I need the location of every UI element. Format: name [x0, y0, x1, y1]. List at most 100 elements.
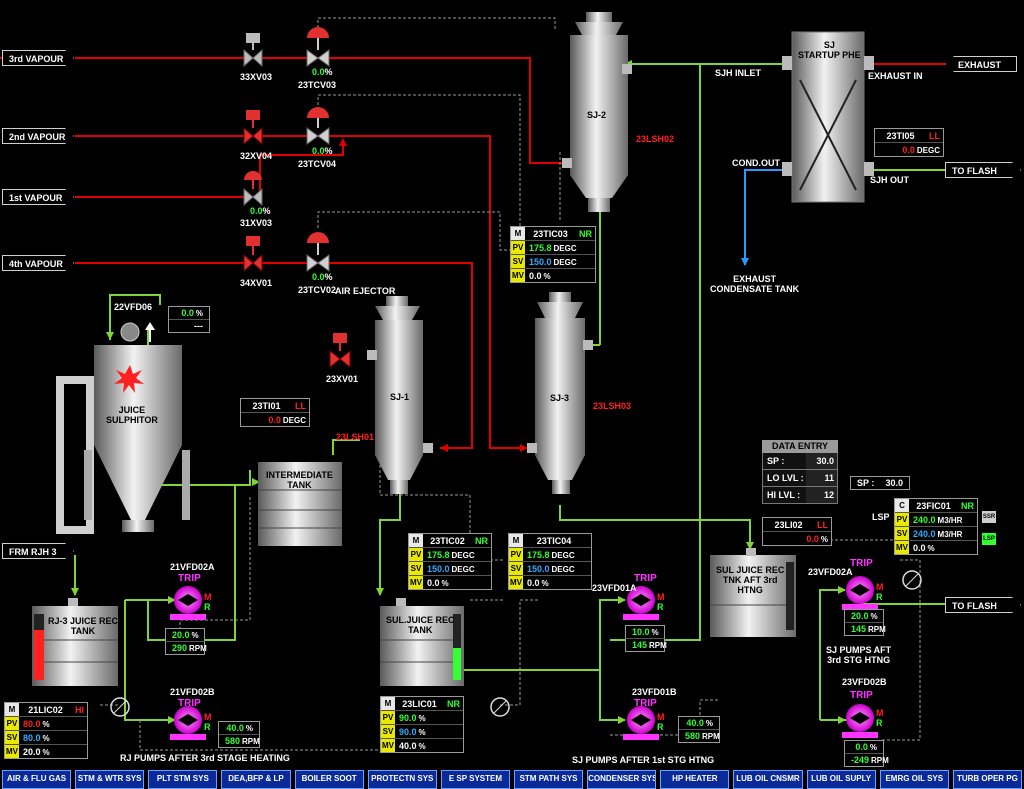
- nav-lub-oil-cnsmr[interactable]: LUB OIL CNSMR: [733, 770, 803, 789]
- nav-hp-heater[interactable]: HP HEATER: [660, 770, 730, 789]
- pump-23vfd01b-symbol[interactable]: [623, 706, 659, 740]
- nav-condenser-sys[interactable]: CONDENSER SYS: [587, 770, 657, 789]
- valve-31xv03-symbol[interactable]: [243, 171, 263, 207]
- sj-startup-phe-label: SJ STARTUP PHE: [798, 40, 861, 60]
- line-4th-vapour[interactable]: 4th VAPOUR: [2, 255, 74, 271]
- line-2nd-vapour[interactable]: 2nd VAPOUR: [2, 128, 74, 144]
- control-valve-23tcv04-symbol[interactable]: [306, 107, 330, 145]
- intermediate-tank-label: INTERMEDIATE TANK: [266, 470, 333, 490]
- valve-31xv03-output: 0.0%: [250, 206, 271, 216]
- valve-34xv01-label: 34XV01: [240, 278, 273, 288]
- control-valve-23tcv02-symbol[interactable]: [306, 232, 330, 272]
- pump-23vfd02b-tag: 23VFD02B: [842, 677, 887, 687]
- pump-23vfd01b-tag: 23VFD01B: [632, 687, 677, 697]
- control-valve-23tcv04-label: 23TCV04: [298, 159, 337, 169]
- nav-dea-bfp-lp[interactable]: DEA,BFP & LP: [221, 770, 291, 789]
- heater-sj3-vessel[interactable]: [527, 292, 593, 494]
- nav-turb-oper-pg[interactable]: TURB OPER PG: [952, 770, 1022, 789]
- nav-protectn-sys[interactable]: PROTECTN SYS: [367, 770, 437, 789]
- pump-23vfd02a-symbol[interactable]: [842, 576, 878, 610]
- data-entry-title: DATA ENTRY: [762, 440, 838, 453]
- pump-21vfd02b-tag: 21VFD02B: [170, 687, 215, 697]
- sjh-inlet-label: SJH INLET: [715, 68, 762, 78]
- level-switch-23lsh02: 23LSH02: [636, 134, 675, 144]
- data-entry-sp[interactable]: SP :30.0: [762, 453, 838, 470]
- green-pipe-arrows: [71, 60, 846, 724]
- flow-element-rj3[interactable]: [110, 697, 130, 717]
- pump-21vfd02b-trip: TRIP: [178, 698, 201, 709]
- status-square-ssr[interactable]: SSR: [982, 511, 996, 523]
- data-entry-panel[interactable]: DATA ENTRY SP :30.0 LO LVL :11 HI LVL :1…: [762, 440, 838, 504]
- valve-32xv04-symbol[interactable]: [243, 110, 263, 146]
- startup-phe-heat-exchanger[interactable]: [782, 31, 874, 203]
- nav-stm-path-sys[interactable]: STM PATH SYS: [513, 770, 584, 789]
- fic01-sp-box[interactable]: SP :30.0: [850, 476, 910, 490]
- juice-sulphitor-vessel[interactable]: [56, 322, 190, 534]
- blue-pipe-arrow: [741, 258, 749, 266]
- line-1st-vapour[interactable]: 1st VAPOUR: [2, 189, 74, 205]
- pump-21vfd02a-trip: TRIP: [178, 573, 201, 584]
- line-to-flash-tank-bottom[interactable]: TO FLASH TANK: [945, 597, 1021, 613]
- sjh-out-label: SJH OUT: [870, 175, 910, 185]
- sul-juice-rec-tnk-aft-tank[interactable]: [710, 548, 796, 637]
- agitator-star-icon: [114, 365, 144, 393]
- flow-element-fic01[interactable]: [902, 570, 922, 590]
- control-valve-23tcv03-symbol[interactable]: [306, 27, 330, 67]
- heater-sj2-label: SJ-2: [587, 110, 607, 120]
- status-square-lsp[interactable]: LSP: [982, 533, 996, 545]
- line-frm-rjh3[interactable]: FRM RJH 3: [2, 543, 74, 559]
- pump-21vfd02b-symbol[interactable]: [170, 706, 206, 740]
- control-valve-23tcv02-output: 0.0%: [312, 272, 333, 282]
- pump-23vfd01a-symbol[interactable]: [623, 586, 659, 620]
- nav-air-flu-gas[interactable]: AIR & FLU GAS: [2, 770, 72, 789]
- rj3-juice-rec-tank[interactable]: [32, 598, 118, 686]
- valve-34xv01-symbol[interactable]: [243, 236, 263, 273]
- pump-21vfd02a-symbol[interactable]: [170, 586, 206, 620]
- nav-esp-system[interactable]: E SP SYSTEM: [440, 770, 510, 789]
- sul-juice-rec-tank[interactable]: [380, 598, 464, 686]
- valve-23xv01-symbol[interactable]: [329, 333, 351, 369]
- line-to-flash-tank-top[interactable]: TO FLASH TANK: [945, 162, 1021, 178]
- nav-emrg-oil-sys[interactable]: EMRG OIL SYS: [879, 770, 949, 789]
- rj3-juice-rec-tank-label: RJ-3 JUICE REC TANK: [48, 616, 119, 636]
- indicator-22vfd06-speed[interactable]: 0.0% ---: [168, 306, 210, 333]
- nav-lub-oil-suply[interactable]: LUB OIL SUPLY: [806, 770, 876, 789]
- intermediate-tank[interactable]: [258, 462, 342, 546]
- line-exhaust[interactable]: EXHAUST: [945, 56, 1017, 72]
- line-3rd-vapour[interactable]: 3rd VAPOUR: [2, 50, 74, 66]
- control-valve-23tcv04-output: 0.0%: [312, 146, 333, 156]
- valve-33xv03-symbol[interactable]: [243, 33, 263, 68]
- vfd06-label: 22VFD06: [114, 302, 153, 312]
- sj-pumps-aft-label: SJ PUMPS AFT 3rd STG HTNG: [826, 645, 892, 665]
- heater-sj1-vessel[interactable]: [367, 296, 433, 494]
- nav-stm-wtr-sys[interactable]: STM & WTR SYS: [75, 770, 145, 789]
- nav-boiler-soot[interactable]: BOILER SOOT: [294, 770, 364, 789]
- pump-23vfd02b-symbol[interactable]: [842, 704, 878, 738]
- red-vapour-pipes: [0, 57, 945, 449]
- data-entry-hi-lvl[interactable]: HI LVL :12: [762, 487, 838, 504]
- heater-sj2-vessel[interactable]: [562, 12, 632, 212]
- nav-plt-stm-sys[interactable]: PLT STM SYS: [148, 770, 218, 789]
- data-entry-lo-lvl[interactable]: LO LVL :11: [762, 470, 838, 487]
- flow-element-sul[interactable]: [490, 697, 510, 717]
